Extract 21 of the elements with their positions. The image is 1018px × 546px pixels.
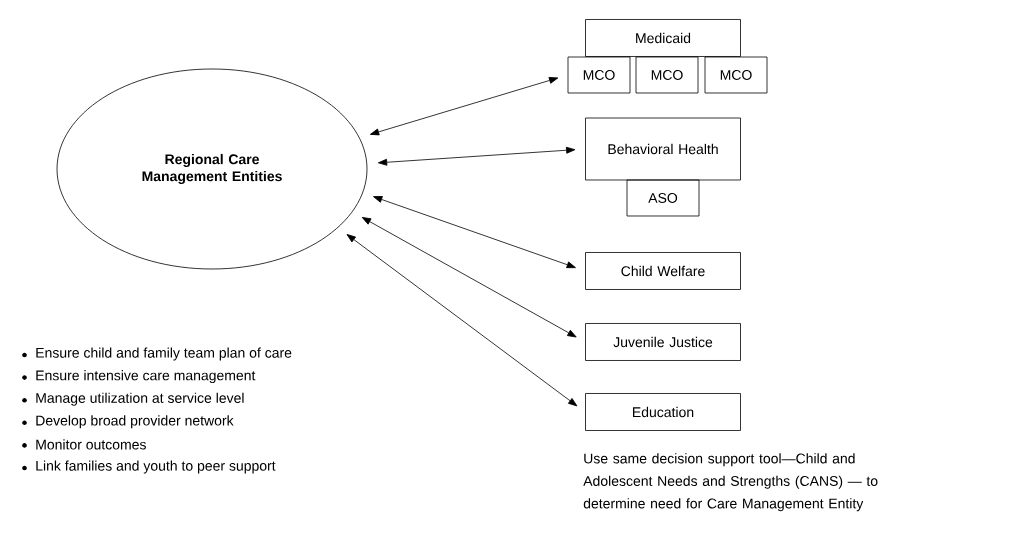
box: Education [585, 393, 741, 431]
box: MCO [567, 56, 631, 94]
box: MCO [704, 56, 768, 94]
box: Juvenile Justice [585, 323, 741, 361]
list-item: Ensure child and family team plan of care [36, 347, 292, 361]
box: ASO [626, 179, 700, 217]
list-item: Monitor outcomes [36, 439, 146, 450]
box: Medicaid [585, 19, 741, 57]
arrow [377, 146, 576, 166]
box: Child Welfare [585, 252, 741, 290]
arrow [346, 234, 578, 407]
list-item: Develop broad provider network [36, 415, 234, 429]
box: MCO [635, 56, 699, 94]
arrow [361, 217, 577, 338]
list-item: Manage utilization at service level [36, 392, 244, 406]
list-item: Ensure intensive care management [36, 370, 256, 384]
list-item: Link families and youth to peer support [36, 460, 276, 474]
note: Use same decision support tool—Child and Adolescent Needs and Strengths (CANS) — to determine need for Care Management Entity [583, 453, 878, 512]
box: Behavioral Health [585, 117, 741, 181]
arrow [373, 196, 576, 269]
arrow [369, 77, 559, 136]
